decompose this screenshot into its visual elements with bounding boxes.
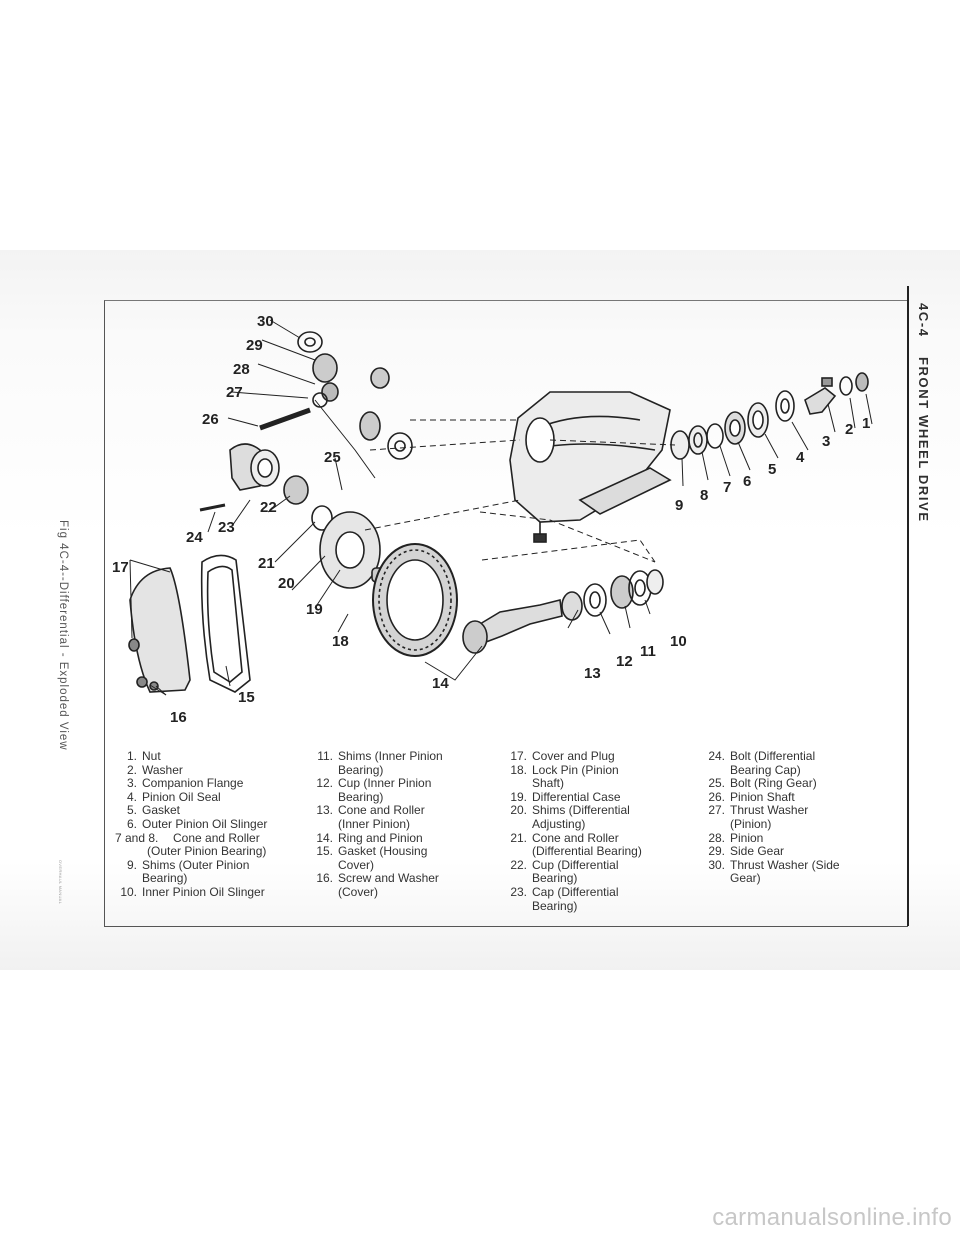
legend-item-continuation: Bearing) (532, 871, 578, 886)
legend-item-continuation: Shaft) (532, 776, 565, 791)
callout-14: 14 (432, 675, 449, 692)
section-number: 4C-4 (916, 303, 931, 338)
callout-21: 21 (258, 555, 275, 572)
callout-5: 5 (768, 461, 776, 478)
legend-item: 3.Companion Flange (126, 776, 244, 791)
legend-item: 29.Side Gear (708, 844, 785, 859)
callout-28: 28 (233, 361, 250, 378)
callout-15: 15 (238, 689, 255, 706)
legend-item: 11.Shims (Inner Pinion (317, 749, 443, 763)
legend-item: 5.Gasket (126, 803, 181, 818)
legend-column-2: 11.Shims (Inner Pinion Bearing) 12.Cup (… (311, 749, 491, 900)
side-gear (312, 353, 338, 383)
legend-item: 30.Thrust Washer (Side (708, 857, 840, 872)
legend-item: 28.Pinion (708, 830, 764, 845)
callout-27: 27 (226, 384, 243, 401)
callout-16: 16 (170, 709, 187, 726)
legend-item-continuation: (Pinion) (730, 816, 772, 831)
pinion (321, 382, 339, 402)
legend-item-continuation: Gear) (730, 871, 761, 886)
legend-item: 1.Nut (126, 749, 161, 763)
legend-item-continuation: (Cover) (338, 884, 379, 899)
legend-item: 24.Bolt (Differential (708, 749, 816, 763)
callout-11: 11 (640, 643, 656, 660)
legend-item: 17.Cover and Plug (510, 749, 615, 763)
legend-column-1: 1.Nut 2.Washer 3.Companion Flange 4.Pini… (115, 749, 315, 900)
legend-item: 27.Thrust Washer (708, 803, 809, 818)
legend-item: 2.Washer (126, 762, 183, 777)
legend-item: 10.Inner Pinion Oil Slinger (120, 884, 265, 899)
callout-22: 22 (260, 499, 277, 516)
legend-item: 9.Shims (Outer Pinion (126, 857, 250, 872)
legend-item: 19.Differential Case (510, 789, 621, 804)
figure-frame (104, 300, 908, 927)
pinion-shaft (259, 407, 311, 431)
running-header: 4C-4 FRONT WHEEL DRIVE (916, 303, 938, 523)
callout-2: 2 (845, 421, 853, 438)
callout-6: 6 (743, 473, 751, 490)
legend-item-continuation: Bearing) (338, 789, 384, 804)
legend-item: 21.Cone and Roller (510, 830, 619, 845)
callout-19: 19 (306, 601, 323, 618)
callout-26: 26 (202, 411, 219, 428)
legend-item: 23.Cap (Differential (510, 884, 619, 899)
callout-18: 18 (332, 633, 349, 650)
housing-gasket (200, 554, 251, 693)
callout-24: 24 (186, 529, 203, 546)
callout-12: 12 (616, 653, 633, 670)
legend-item-continuation: (Differential Bearing) (532, 844, 642, 859)
legend-item: 20.Shims (Differential (510, 803, 630, 818)
callout-13: 13 (584, 665, 601, 682)
figure-frame-rule (907, 286, 909, 926)
legend-item: 14.Ring and Pinion (316, 830, 423, 845)
callout-4: 4 (796, 449, 805, 466)
callout-23: 23 (218, 519, 235, 536)
callout-3: 3 (822, 433, 830, 450)
companion-flange (804, 387, 837, 415)
legend-item: 4.Pinion Oil Seal (126, 789, 221, 804)
callout-8: 8 (700, 487, 708, 504)
legend-item-continuation: (Outer Pinion Bearing) (147, 844, 267, 859)
legend-item: 12.Cup (Inner Pinion (316, 776, 432, 791)
legend-item-continuation: Bearing) (142, 871, 188, 886)
housing-cover (129, 567, 191, 693)
thrust-washer-side-gear (297, 331, 323, 353)
legend-item-continuation: Cover) (338, 857, 375, 872)
legend-item-continuation: Adjusting) (532, 816, 586, 831)
legend-item: 13.Cone and Roller (316, 803, 425, 818)
callout-25: 25 (324, 449, 341, 466)
legend-item: 16.Screw and Washer (316, 871, 439, 886)
legend-item: 6.Outer Pinion Oil Slinger (126, 816, 268, 831)
figure-caption: Fig 4C-4--Differential - Exploded View (57, 520, 69, 751)
legend-item: 7 and 8.Cone and Roller (115, 830, 260, 845)
legend-item: 15.Gasket (Housing (316, 844, 428, 859)
legend-item-continuation: Bearing) (338, 762, 384, 777)
bearing-cap (229, 443, 261, 491)
callout-1: 1 (862, 415, 870, 432)
legend-item: 18.Lock Pin (Pinion (510, 762, 619, 777)
site-watermark: carmanualsonline.info (712, 1204, 952, 1231)
callout-17: 17 (112, 559, 129, 576)
callout-7: 7 (723, 479, 731, 496)
edge-note: OVERHAUL MANUAL (58, 860, 63, 905)
callout-30: 30 (257, 313, 274, 330)
legend-column-3: 17.Cover and Plug 18.Lock Pin (Pinion Sh… (505, 749, 690, 913)
legend-item: 26.Pinion Shaft (708, 789, 795, 804)
legend-item-continuation: Bearing Cap) (730, 762, 801, 777)
callout-10: 10 (670, 633, 687, 650)
callout-20: 20 (278, 575, 295, 592)
legend-item-continuation: Bearing) (532, 898, 578, 913)
callout-9: 9 (675, 497, 683, 514)
legend-item: 22.Cup (Differential (510, 857, 619, 872)
legend-column-4: 24.Bolt (Differential Bearing Cap) 25.Bo… (703, 749, 893, 886)
legend-item-continuation: (Inner Pinion) (338, 816, 411, 831)
chapter-title: FRONT WHEEL DRIVE (916, 357, 931, 523)
callout-29: 29 (246, 337, 263, 354)
exploded-view-diagram: 1 2 3 4 5 6 7 8 9 10 11 12 13 14 15 16 1… (112, 313, 873, 726)
legend-item: 25.Bolt (Ring Gear) (708, 776, 817, 791)
